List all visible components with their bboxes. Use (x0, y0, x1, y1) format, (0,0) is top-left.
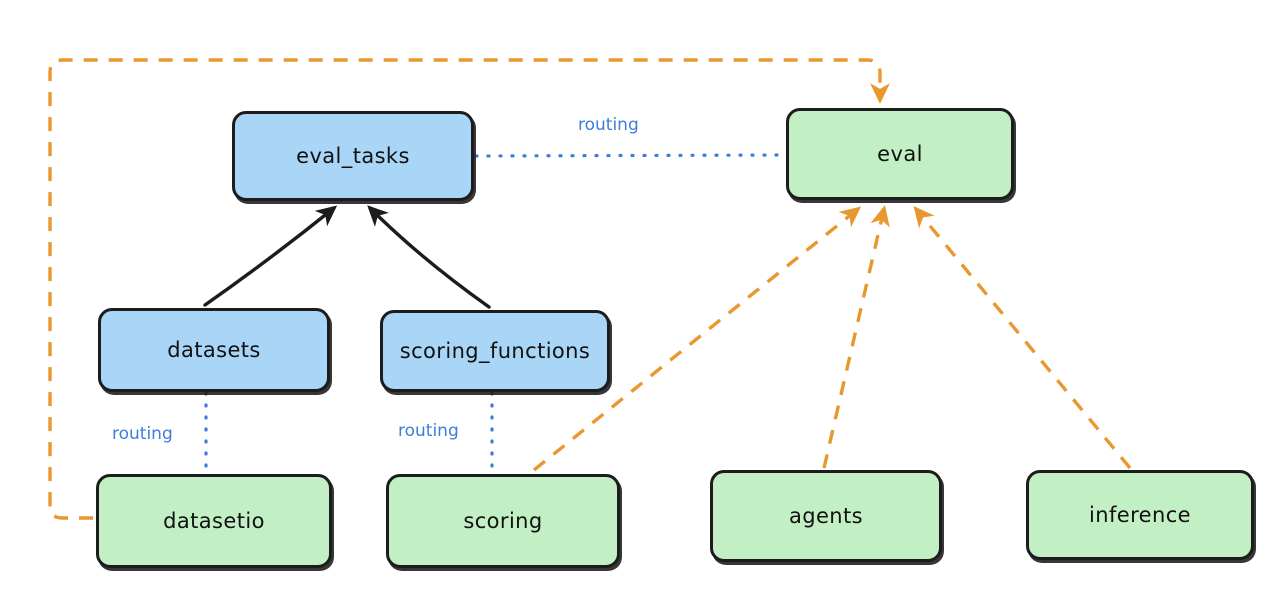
node-label-inference: inference (1089, 503, 1191, 527)
node-label-eval-tasks: eval_tasks (296, 144, 410, 168)
node-scoring[interactable]: scoring (386, 474, 620, 568)
edge-scoring-to-eval (532, 206, 862, 472)
node-datasets[interactable]: datasets (98, 308, 330, 392)
node-agents[interactable]: agents (710, 470, 942, 562)
node-label-eval: eval (877, 142, 923, 166)
edge-label-routing-eval-tasks: routing (578, 115, 639, 135)
node-label-datasets: datasets (167, 338, 261, 362)
edge-scoring-functions-to-eval-tasks (367, 205, 491, 309)
node-datasetio[interactable]: datasetio (96, 474, 332, 568)
node-eval-tasks[interactable]: eval_tasks (232, 111, 474, 201)
edge-label-routing-datasets: routing (112, 424, 173, 444)
edge-agents-to-eval (822, 205, 890, 469)
edge-label-routing-scoring-functions: routing (398, 421, 459, 441)
node-inference[interactable]: inference (1026, 470, 1254, 560)
edge-inference-to-eval (913, 205, 1132, 470)
edge-datasets-to-eval-tasks (203, 205, 338, 307)
node-label-datasetio: datasetio (163, 509, 265, 533)
node-label-agents: agents (788, 504, 863, 528)
edge-eval-tasks-to-eval (474, 153, 786, 158)
node-eval[interactable]: eval (786, 108, 1014, 200)
node-label-scoring: scoring (463, 509, 543, 533)
node-scoring-functions[interactable]: scoring_functions (380, 310, 610, 392)
node-label-scoring-functions: scoring_functions (399, 339, 591, 363)
